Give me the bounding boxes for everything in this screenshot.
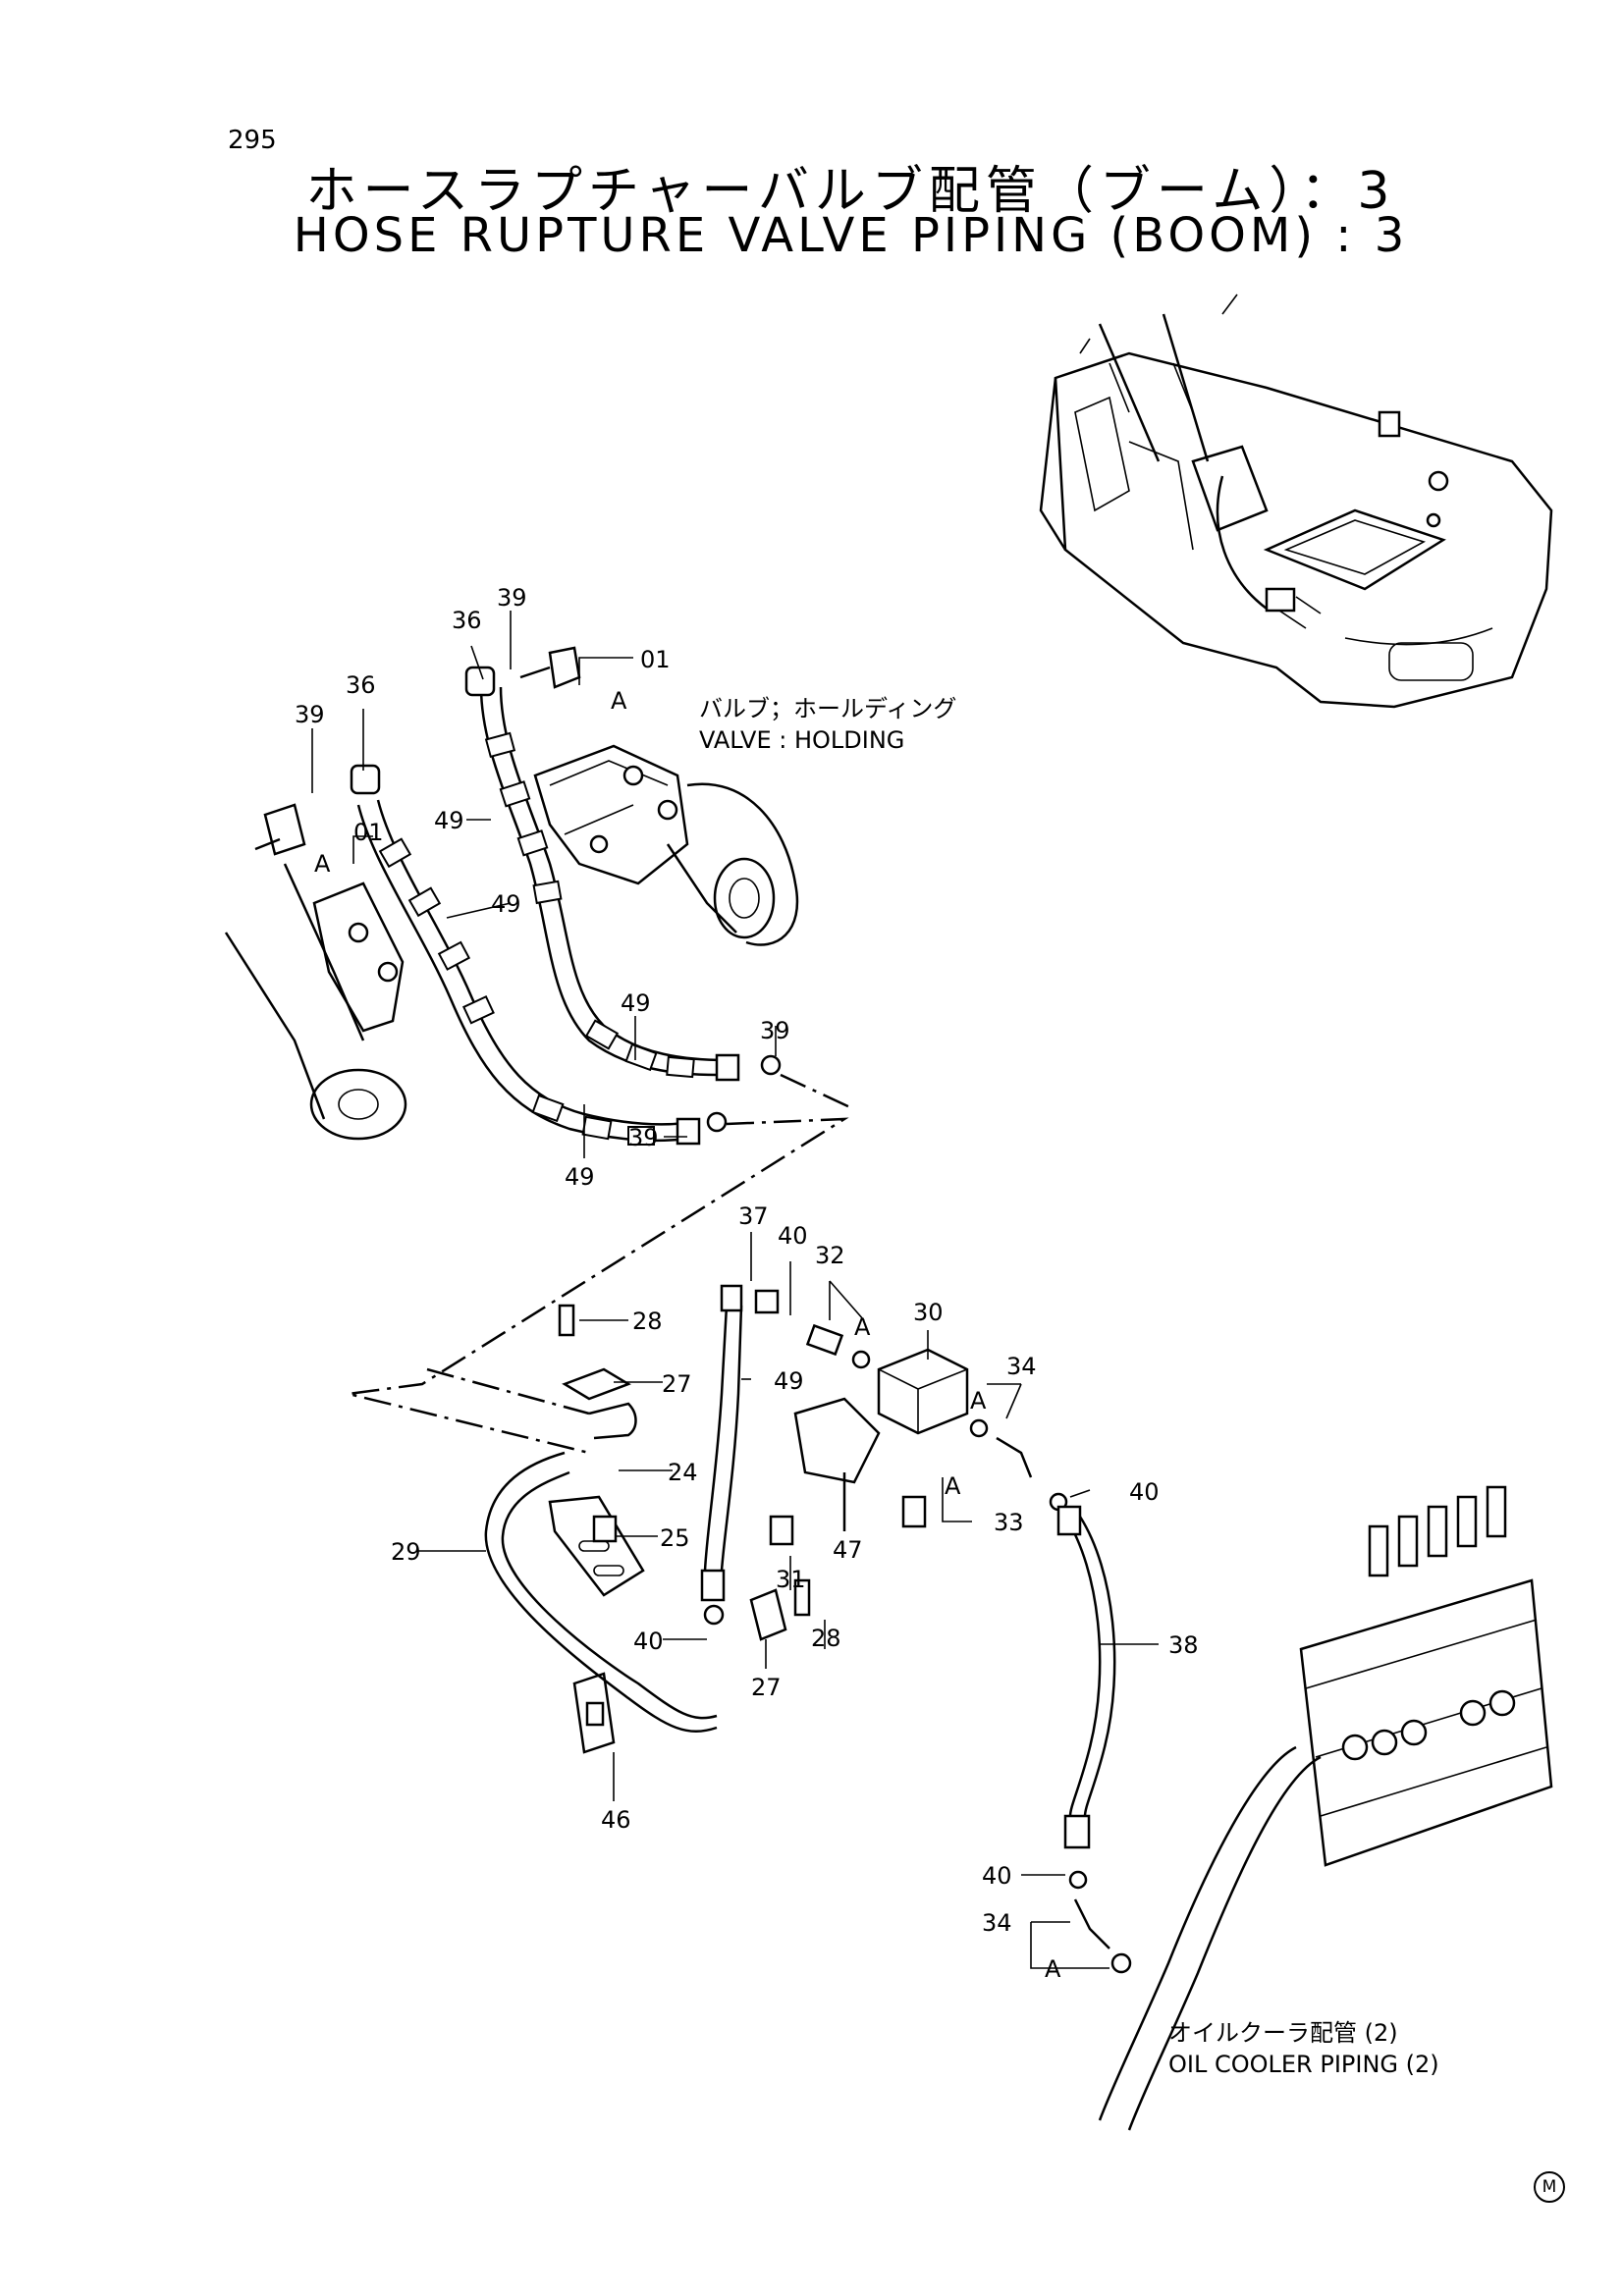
callout-24: 24 [668, 1459, 698, 1486]
callout-29: 29 [391, 1538, 421, 1566]
callout-39: 39 [760, 1017, 790, 1044]
callout-40: 40 [982, 1862, 1012, 1890]
callout-47: 47 [833, 1536, 863, 1564]
callout-39: 39 [497, 584, 527, 612]
excavator-overview-drawing [1039, 294, 1553, 709]
holding-valve-left-drawing [224, 803, 407, 1141]
callout-49: 49 [434, 807, 464, 834]
callout-39: 39 [628, 1124, 659, 1151]
callout-A: A [970, 1387, 987, 1415]
callout-36: 36 [452, 607, 482, 634]
page-number: 295 [228, 126, 277, 155]
callout-33: 33 [994, 1509, 1024, 1536]
valve-holding-label-ja: バルブ；ホールディング [699, 695, 957, 722]
page-title-english: HOSE RUPTURE VALVE PIPING (BOOM) : 3 [293, 208, 1409, 263]
callout-40: 40 [778, 1222, 808, 1250]
callout-49: 49 [491, 890, 521, 918]
callout-A: A [314, 850, 331, 878]
callout-A: A [945, 1472, 961, 1500]
connection-lines [348, 1073, 855, 1455]
callout-01: 01 [640, 646, 671, 673]
callout-49: 49 [621, 989, 651, 1017]
callout-38: 38 [1168, 1631, 1199, 1659]
hose-49-group [350, 666, 782, 1146]
oil-cooler-label-en: OIL COOLER PIPING (2) [1168, 2051, 1439, 2078]
callout-A: A [854, 1313, 871, 1341]
callout-37: 37 [738, 1202, 769, 1230]
page-title-japanese: ホースラプチャーバルブ配管（ブーム）：3 [305, 162, 1396, 221]
lower-piping-assembly [484, 1284, 1132, 1974]
callout-32: 32 [815, 1242, 845, 1269]
control-valve-drawing [1098, 1485, 1553, 2131]
callout-27: 27 [662, 1370, 692, 1398]
oil-cooler-note: オイルクーラ配管 (2) OIL COOLER PIPING (2) [1168, 2017, 1439, 2080]
maker-mark: M [1534, 2171, 1565, 2203]
callout-A: A [1045, 1955, 1061, 1983]
callout-34: 34 [982, 1909, 1012, 1937]
callout-40: 40 [633, 1628, 664, 1655]
callout-A: A [611, 687, 627, 715]
oil-cooler-label-ja: オイルクーラ配管 (2) [1168, 2019, 1398, 2047]
callout-40: 40 [1129, 1478, 1160, 1506]
callout-49: 49 [565, 1163, 595, 1191]
callout-46: 46 [601, 1806, 631, 1834]
callout-31: 31 [776, 1566, 806, 1593]
callout-28: 28 [632, 1308, 663, 1335]
hose-sleeve-bands [378, 731, 695, 1146]
leader-lines [311, 611, 1159, 1969]
callout-28: 28 [811, 1625, 841, 1652]
callout-25: 25 [660, 1524, 690, 1552]
callout-30: 30 [913, 1299, 944, 1326]
callout-01: 01 [353, 819, 384, 846]
valve-holding-note: バルブ；ホールディング VALVE : HOLDING [699, 693, 956, 756]
holding-valve-upper-drawing [519, 646, 799, 946]
valve-holding-label-en: VALVE : HOLDING [699, 726, 905, 754]
callout-36: 36 [346, 671, 376, 699]
callout-27: 27 [751, 1674, 782, 1701]
callout-34: 34 [1006, 1353, 1037, 1380]
callout-39: 39 [295, 701, 325, 728]
callout-49: 49 [774, 1367, 804, 1395]
